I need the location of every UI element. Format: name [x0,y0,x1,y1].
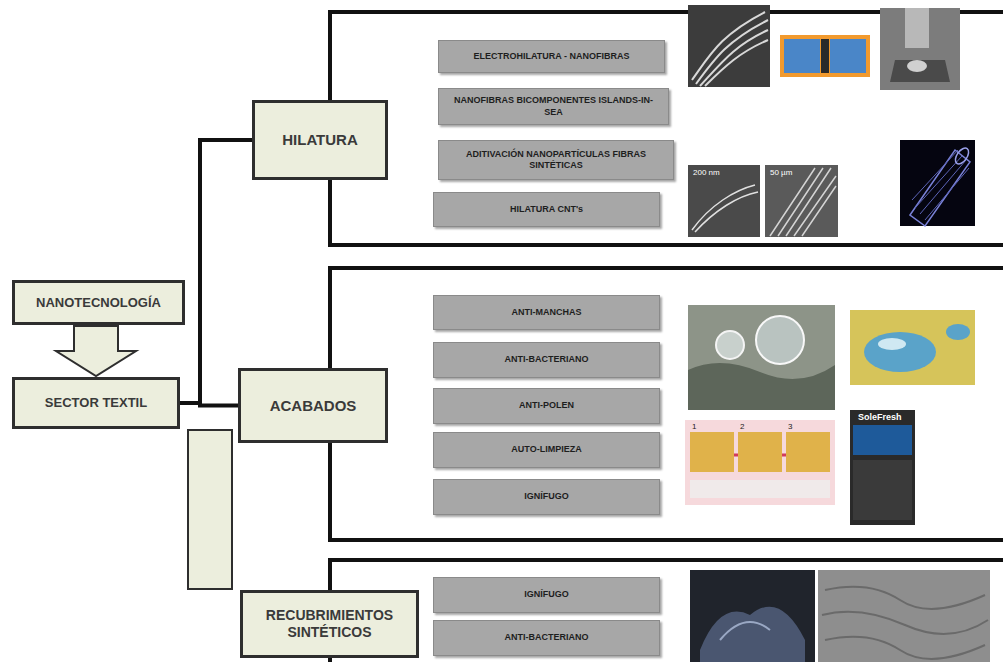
technique-box: IGNÍFUGO [433,479,660,515]
coating-micrograph [818,570,990,662]
technique-box: ELECTROHILATURA - NANOFIBRAS [438,40,665,73]
box-label: ELECTROHILATURA - NANOFIBRAS [474,51,630,62]
box-label: ACABADOS [270,397,357,415]
box-label: RECUBRIMIENTOS SINTÉTICOS [251,607,408,641]
step-number: 1 [692,423,696,431]
technique-box: ANTI-POLEN [433,388,660,424]
box-label: ANTI-POLEN [519,400,574,411]
source-box: NANOTECNOLOGÍA [12,280,185,325]
water-drop-photo [850,310,975,385]
box-label: IGNÍFUGO [524,589,569,600]
panel-frame [330,268,1003,540]
box-label: ANTI-BACTERIANO [505,632,589,643]
block-arrow [56,326,136,376]
tree-connector [180,140,252,403]
panel-frame [330,560,1003,662]
step-number: 3 [788,423,792,431]
box-label: ANTI-BACTERIANO [505,354,589,365]
box-label: ADITIVACIÓN NANOPARTÍCULAS FIBRAS SINTÉT… [447,149,665,172]
box-label: IGNÍFUGO [524,491,569,502]
technique-box: ANTI-MANCHAS [433,295,660,330]
root-box: SECTOR TEXTIL [12,377,180,429]
product-package [850,410,915,525]
category-box: ACABADOS [238,368,388,443]
sem-photo [688,5,770,87]
step-number: 2 [740,423,744,431]
technique-box: ANTI-BACTERIANO [433,342,660,378]
box-label: HILATURA [282,131,358,149]
self-cleaning-diagram [685,420,835,505]
block-arrow [188,430,232,589]
tree-connector [180,403,238,406]
sem-photo [688,165,760,237]
electrospinning-photo [880,8,960,90]
box-label: HILATURA CNT's [510,204,583,215]
technique-box: ANTI-BACTERIANO [433,620,660,656]
sem-photo [765,165,838,237]
technique-box: ADITIVACIÓN NANOPARTÍCULAS FIBRAS SINTÉT… [438,140,674,180]
box-label: AUTO-LIMPIEZA [511,444,581,455]
technique-box: NANOFIBRAS BICOMPONENTES ISLANDS-IN-SEA [438,88,669,125]
scale-label: 50 µm [770,169,792,177]
product-name: SoleFresh [858,413,902,422]
box-label: NANOTECNOLOGÍA [36,295,161,311]
category-box: RECUBRIMIENTOS SINTÉTICOS [240,590,419,658]
box-label: ANTI-MANCHAS [512,307,582,318]
lotus-photo [688,305,835,410]
technique-box: AUTO-LIMPIEZA [433,432,660,468]
box-label: NANOFIBRAS BICOMPONENTES ISLANDS-IN-SEA [447,95,660,118]
technique-box: HILATURA CNT's [433,192,660,227]
flame-test-photo [690,570,815,662]
fiber-cross-section [780,35,870,77]
technique-box: IGNÍFUGO [433,577,660,613]
carbon-nanotube [900,140,975,226]
box-label: SECTOR TEXTIL [45,395,147,411]
category-box: HILATURA [252,100,388,180]
scale-label: 200 nm [693,169,720,177]
